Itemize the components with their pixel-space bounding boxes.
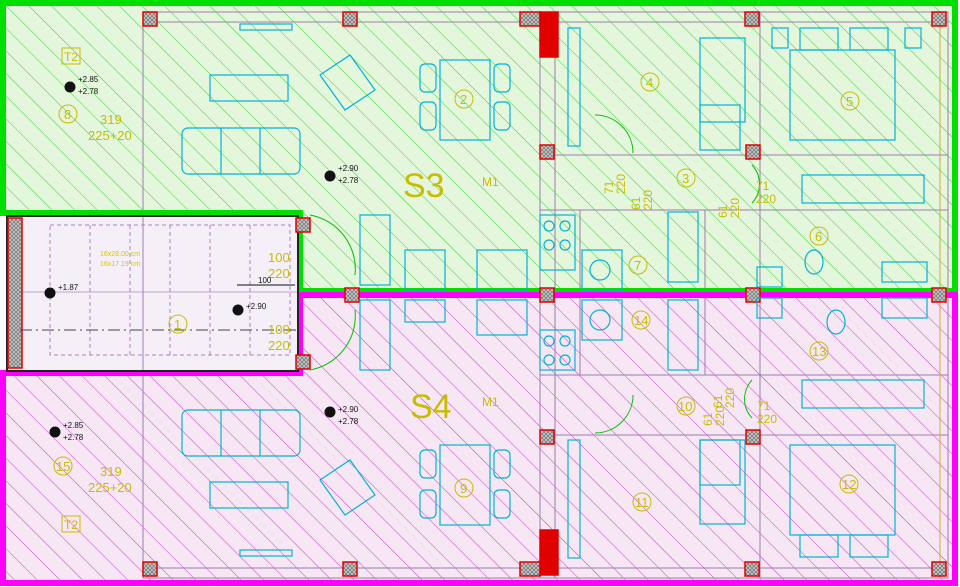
level-label: +2.78 (338, 417, 359, 426)
stair (20, 224, 298, 356)
apartment-s4-zone (3, 293, 955, 583)
room-number: 12 (842, 477, 856, 492)
apartment-label-s3: S3 (403, 167, 445, 205)
room-number: 8 (64, 107, 71, 122)
level-label: +2.85 (78, 75, 99, 84)
level-label: +2.85 (63, 421, 84, 430)
apartment-s4-outline (0, 292, 958, 586)
stair-note: 16x17.19 cm (100, 261, 140, 268)
level-label: +2.78 (63, 433, 84, 442)
room-number: 13 (812, 344, 826, 359)
door-dim: 71 (757, 399, 771, 413)
door-dim: 71 (602, 180, 616, 194)
room-tag: T2 (64, 518, 78, 532)
room-number: 14 (634, 313, 648, 328)
columns (7, 11, 947, 577)
door-dim: 220 (614, 174, 628, 194)
apartment-label-s4: S4 (410, 388, 452, 426)
room-number: 9 (460, 481, 467, 496)
room-number: 5 (846, 94, 853, 109)
door-dim: 100 (268, 250, 290, 265)
room-number: 1 (174, 317, 181, 332)
room-number: 7 (634, 258, 641, 273)
door-dim: 220 (713, 406, 727, 426)
door-dim: 220 (641, 190, 655, 210)
apartment-tag-s4: M1 (482, 395, 499, 409)
room-tag: T2 (64, 50, 78, 64)
level-label: +2.90 (338, 164, 359, 173)
door-dim: 61 (701, 412, 715, 426)
furniture (181, 23, 928, 559)
room-markers (53, 72, 860, 512)
apartment-s3-zone (3, 3, 955, 293)
apartment-s3-outline (0, 0, 958, 294)
door-dim: 61 (711, 394, 725, 408)
stair-core-outline (6, 215, 299, 372)
stair-dim: 100 (258, 276, 272, 285)
door-dim: 71 (756, 179, 770, 193)
door-dim: 61 (629, 196, 643, 210)
door-dim: 100 (268, 322, 290, 337)
door-dim: 220 (268, 266, 290, 281)
door-dim: 220 (757, 412, 777, 426)
room-tag-box (61, 515, 81, 533)
room-number: 10 (678, 399, 692, 414)
door-dim: 220 (723, 388, 737, 408)
room-number: 11 (635, 495, 649, 510)
room-number: 2 (460, 92, 467, 107)
level-markers (44, 81, 336, 438)
door-dim: 220 (268, 338, 290, 353)
room-number: 3 (682, 171, 689, 186)
level-label: +2.90 (338, 405, 359, 414)
level-label: +2.78 (78, 87, 99, 96)
door-dim: 220 (756, 192, 776, 206)
doors (309, 114, 760, 434)
area-dim: 225+20 (88, 480, 132, 495)
area-dim: 319 (100, 112, 122, 127)
stair-note: 16x28.00 cm (100, 251, 140, 258)
room-number: 15 (56, 459, 70, 474)
area-dim: 225+20 (88, 128, 132, 143)
room-number: 6 (815, 229, 822, 244)
door-dim: 61 (716, 204, 730, 218)
door-dim: 220 (728, 198, 742, 218)
area-dim: 319 (100, 464, 122, 479)
level-label: +2.90 (246, 302, 267, 311)
level-label: +1.87 (58, 283, 79, 292)
level-label: +2.78 (338, 176, 359, 185)
apartment-tag-s3: M1 (482, 175, 499, 189)
room-number: 4 (646, 75, 653, 90)
room-tag-box (61, 47, 81, 65)
